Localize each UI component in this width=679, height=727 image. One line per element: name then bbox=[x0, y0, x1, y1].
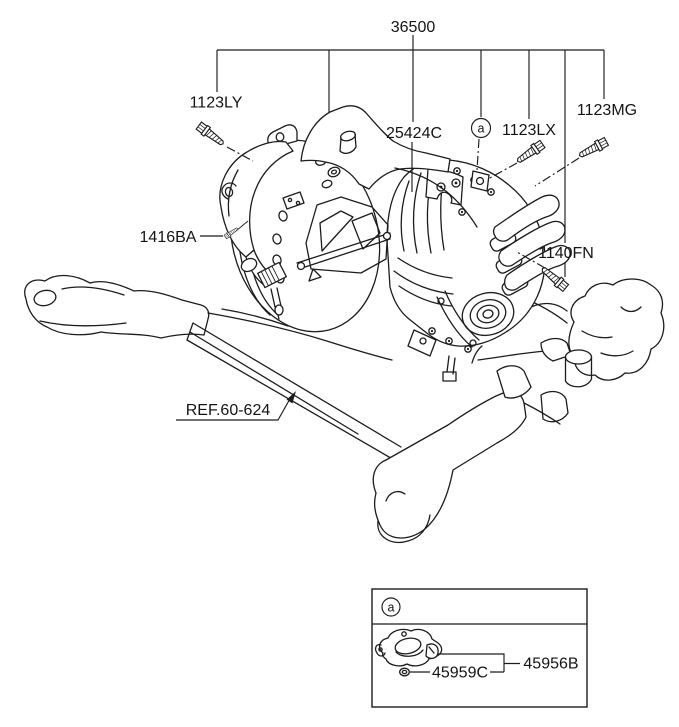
subframe-lower-arm-rim bbox=[377, 514, 431, 543]
label-1123mg: 1123MG bbox=[577, 102, 637, 119]
detail-box-marker-letter: a bbox=[388, 601, 395, 615]
lower-bracket bbox=[407, 329, 437, 357]
housing-ribs bbox=[400, 165, 446, 254]
lower-fitting bbox=[442, 355, 457, 382]
subframe-knuckle-detail bbox=[620, 306, 642, 313]
subframe-contour bbox=[471, 345, 483, 364]
housing-ribs bbox=[393, 257, 454, 307]
subframe-bushing-body bbox=[564, 356, 593, 388]
subframe-knuckle-detail bbox=[581, 330, 634, 357]
breather-fitting bbox=[240, 257, 287, 320]
bolt-icon-1123mg bbox=[576, 136, 610, 162]
subframe-contour bbox=[207, 312, 393, 361]
mount-truss-bracket bbox=[296, 196, 392, 282]
sensor-mount-hole bbox=[475, 176, 485, 186]
oil-pipe bbox=[492, 194, 560, 242]
label-1123ly: 1123LY bbox=[190, 95, 243, 112]
label-1140fn: 1140FN bbox=[538, 245, 594, 262]
cover-boss bbox=[339, 133, 357, 154]
subframe-front-rail bbox=[186, 322, 402, 462]
oil-pipe bbox=[498, 220, 566, 267]
subframe-contour bbox=[221, 308, 289, 327]
callout-leaders bbox=[176, 35, 605, 421]
bolt-icon-1123ly bbox=[195, 120, 227, 149]
motor-top-cover bbox=[300, 105, 451, 190]
detail-box-leaders bbox=[410, 653, 520, 673]
subframe-contour bbox=[39, 320, 127, 327]
label-1416ba: 1416BA bbox=[140, 229, 197, 246]
label-1123lx: 1123LX bbox=[502, 122, 556, 139]
detail-marker-a: a bbox=[470, 117, 492, 139]
subframe-bracket-plate bbox=[496, 365, 532, 399]
oil-pipe bbox=[503, 244, 571, 291]
subframe-left-arm bbox=[24, 274, 210, 339]
arrowhead-icon bbox=[286, 391, 296, 404]
label-ref-60-624: REF.60-624 bbox=[186, 402, 271, 419]
subframe-contour bbox=[523, 402, 561, 425]
sensor-mount-plate bbox=[470, 170, 490, 192]
housing-strap bbox=[436, 290, 480, 348]
subframe-lower-arm-detail bbox=[385, 490, 406, 502]
oring-icon bbox=[399, 667, 410, 677]
subframe-lower-arm bbox=[372, 389, 527, 539]
ref-leader bbox=[176, 396, 292, 421]
end-cap-contour bbox=[227, 169, 239, 217]
label-45956b: 45956B bbox=[523, 656, 578, 673]
differential-seal bbox=[461, 291, 515, 337]
label-25424c: 25424C bbox=[386, 125, 442, 142]
subframe-bushing-top bbox=[564, 349, 593, 365]
sensor-part-drawing bbox=[374, 628, 443, 667]
detail-box-marker-circle bbox=[381, 597, 401, 617]
detail-marker-a-letter: a bbox=[478, 122, 485, 136]
subframe-right-knuckle bbox=[568, 278, 665, 381]
powertrain-drawing bbox=[219, 105, 571, 382]
bolt-icon-1123lx bbox=[513, 138, 547, 167]
subframe-bracket-plate bbox=[540, 390, 569, 423]
detail-box: a 45959C 45956B bbox=[371, 588, 588, 708]
label-45959c: 45959C bbox=[432, 665, 488, 682]
subframe-contour bbox=[61, 286, 125, 296]
subframe-left-arm-hole bbox=[33, 289, 57, 307]
label-36500: 36500 bbox=[391, 19, 436, 36]
end-cap-tab bbox=[221, 182, 237, 200]
